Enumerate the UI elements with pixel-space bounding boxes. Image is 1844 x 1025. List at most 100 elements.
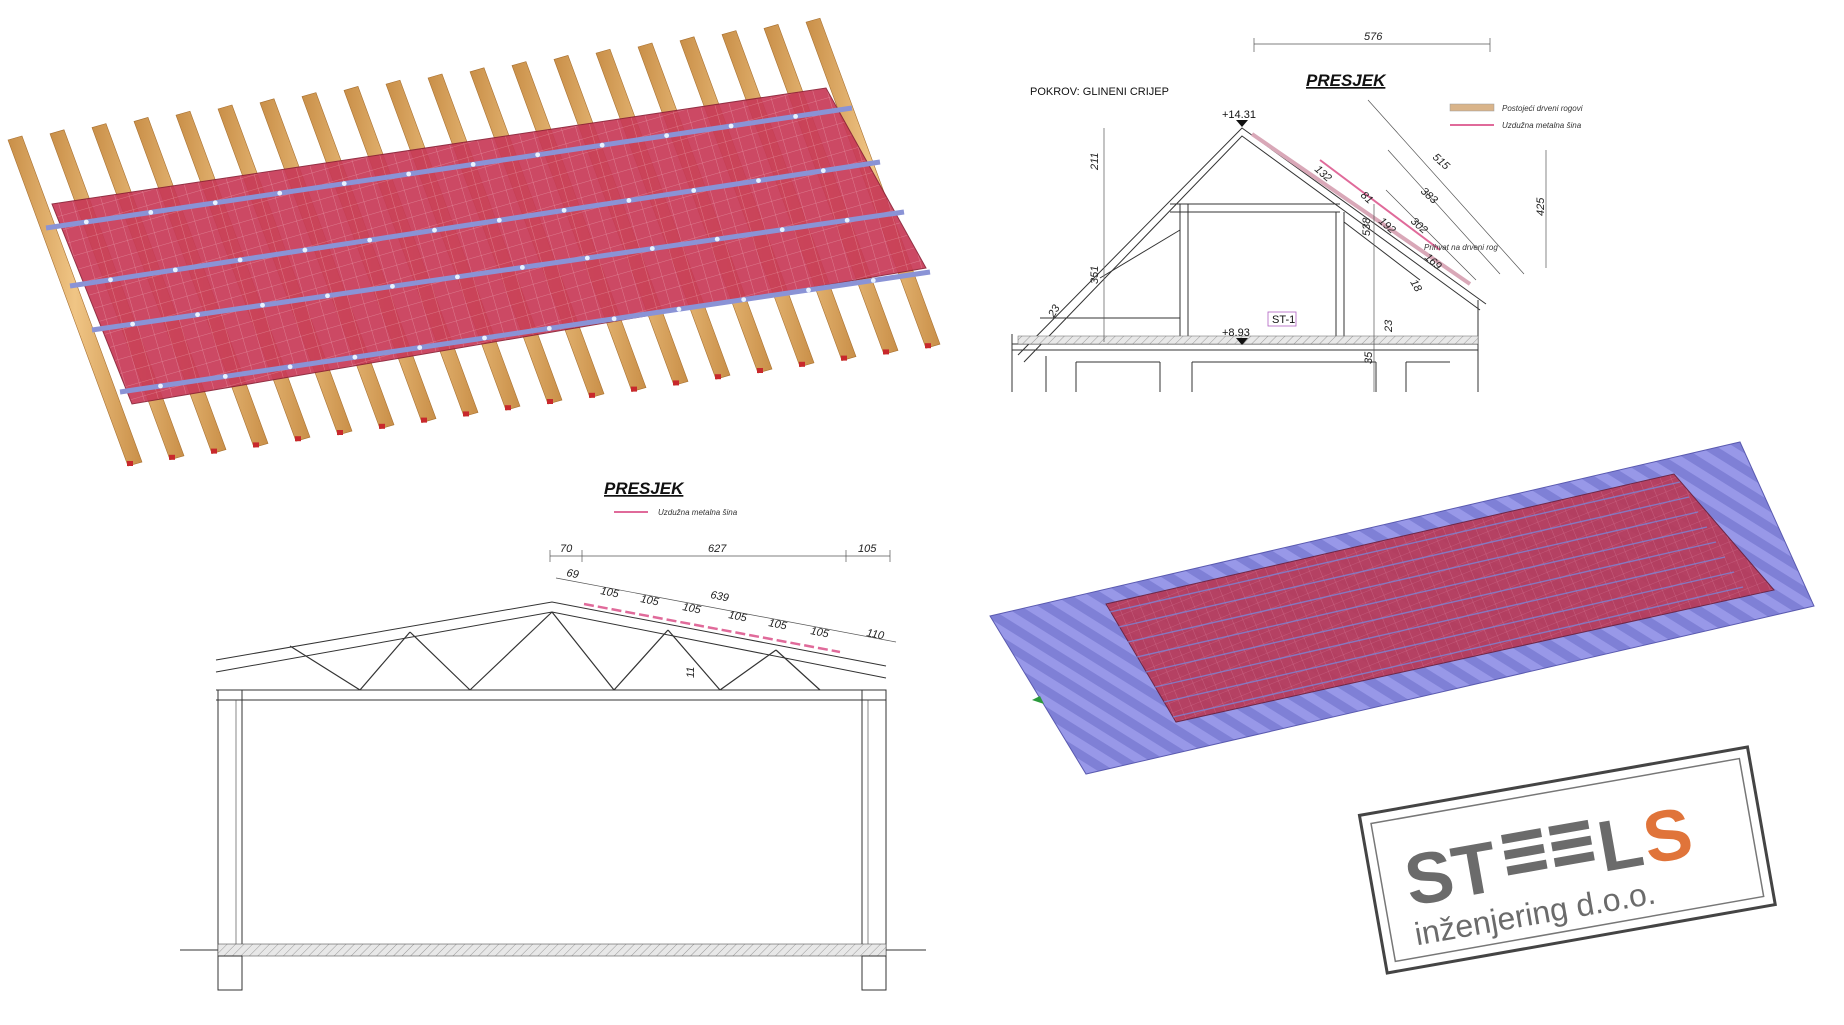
clamp [756,178,761,184]
cover-label: POKROV: GLINENI CRIJEP [1030,86,1169,98]
dim-69: 69 [565,567,579,581]
clamp [626,198,632,203]
dim-105-top: 105 [858,543,877,555]
clamp [352,354,358,360]
rafter-beam [7,135,143,467]
roof-3d-rafters-view [7,17,941,467]
dim-70: 70 [560,543,573,555]
dim-35: 35 [1363,351,1375,364]
panel-row-rail [1127,511,1699,643]
clamp [844,217,850,223]
clamp [325,293,330,299]
clamp [793,114,798,119]
clamp [741,297,747,302]
clamp [611,316,617,322]
mounting-rail [91,209,905,333]
dim-105-a: 105 [599,585,620,600]
clamp [728,123,734,129]
clamp [691,188,697,193]
clamp [482,335,487,341]
clamp [519,265,525,270]
note-rafter-attach: Prihvat na drveni rog [1424,243,1498,252]
truss-web [289,611,821,691]
section-title-bottom: PRESJEK [604,479,685,498]
dim-105-c: 105 [681,601,702,616]
dim-105-e: 105 [767,617,788,632]
truss-member [551,611,615,691]
clamp [546,326,552,331]
section-title-top: PRESJEK [1306,71,1387,90]
clamp [806,287,811,293]
clamp [664,133,670,139]
legend-existing-rafters: Postojeći drveni rogovi [1502,104,1583,113]
clamp [172,267,178,273]
dim-105-f: 105 [809,625,830,640]
clamp [237,257,243,263]
legend-rail-bottom: Uzdužna metalna šina [658,508,738,517]
legend-rail-top: Uzdužna metalna šina [1502,121,1582,130]
clamp [148,210,154,215]
clamp [599,142,605,148]
clamp [470,162,476,167]
dim-515: 515 [1430,151,1452,173]
dim-105-b: 105 [639,593,660,608]
clamp [287,364,293,370]
clamp [870,278,876,283]
clamp [561,207,567,213]
clamp [260,302,265,308]
clamp [222,374,228,379]
dim-211: 211 [1089,152,1101,171]
dim-425: 425 [1535,197,1547,216]
clamp [417,345,423,350]
clamp [367,237,373,243]
clamp [277,190,283,196]
panel-row-rail [1154,556,1726,688]
dim-81: 81 [1358,189,1375,206]
clamp [676,306,682,312]
dim-576: 576 [1364,31,1383,43]
panel-row-rail [1145,541,1717,673]
clamp [535,152,541,158]
truss-member [469,611,553,691]
clamp [302,247,308,253]
truss-member [359,631,411,691]
panel-row-rail [1118,496,1690,628]
truss-member [667,629,721,691]
truss-member [719,649,777,691]
clamp [83,219,89,225]
clamp [212,200,218,206]
elevation-floor: +8.93 [1222,327,1250,339]
clamp [779,227,785,233]
panel-row-rail [1109,481,1681,613]
dim-639: 639 [709,589,729,604]
clamp [496,217,502,223]
clamp [455,274,460,280]
dim-302: 302 [1408,215,1430,236]
section-drawing-top: PRESJEK POKROV: GLINENI CRIJEP 576 [1011,31,1583,392]
truss-member [775,649,821,691]
dim-18: 18 [1407,278,1424,295]
company-logo: ST L S inženjering d.o.o. [1357,745,1777,975]
truss-member [613,629,669,691]
clamp [390,283,395,289]
roof-3d-metal-view [989,441,1815,775]
panel-row-rail [1163,571,1735,703]
section-drawing-bottom: PRESJEK Uzdužna metalna šina 70 627 105 … [180,479,926,991]
clamp [432,227,437,233]
dim-538: 538 [1361,217,1373,236]
tag-st1: ST-1 [1272,314,1295,326]
clamp [406,171,412,177]
clamp [195,312,200,318]
logo-brand-st: ST [1399,827,1504,922]
clamp [649,246,655,251]
dim-11: 11 [685,667,697,678]
dim-110: 110 [865,627,885,642]
panel-row-rail [1136,526,1708,658]
mounting-rail [45,105,853,231]
clamp [341,181,347,187]
dim-23: 23 [1383,319,1395,333]
clamp [108,277,113,283]
elevation-top: +14.31 [1222,109,1256,121]
mounting-rail [119,269,931,395]
dim-351: 351 [1089,266,1101,284]
